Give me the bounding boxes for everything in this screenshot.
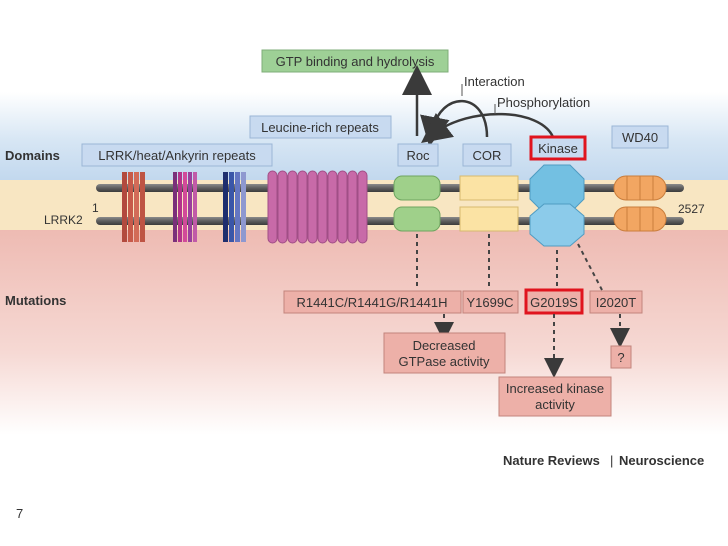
repeat-stripe bbox=[229, 172, 234, 242]
lrrk-box bbox=[81, 143, 273, 167]
repeat-stripe bbox=[193, 172, 197, 242]
phosphorylation-label: Phosphorylation bbox=[497, 95, 590, 110]
leucine-rich-repeats bbox=[267, 170, 368, 244]
kinase-box bbox=[529, 135, 587, 161]
roc-domain-top bbox=[393, 175, 441, 201]
mutation-g2019s-label: G2019S bbox=[530, 295, 578, 310]
gtp-box bbox=[261, 49, 449, 73]
lrrk-label: LRRK/heat/Ankyrin repeats bbox=[98, 148, 256, 163]
lrr-unit bbox=[357, 170, 368, 244]
repeat-stripe bbox=[223, 172, 228, 242]
repeat-stripe bbox=[183, 172, 187, 242]
leucine-box bbox=[249, 115, 392, 139]
cor-label: COR bbox=[473, 148, 502, 163]
kinase-mutation-connector-2 bbox=[577, 243, 603, 291]
repeat-stripe bbox=[241, 172, 246, 242]
lrr-unit bbox=[327, 170, 338, 244]
mutation-cor-label: Y1699C bbox=[467, 295, 514, 310]
mutation-roc-box bbox=[283, 290, 462, 314]
start-number: 1 bbox=[92, 201, 99, 215]
effect-gtpase-line2: GTPase activity bbox=[398, 354, 490, 369]
effect-unknown-label: ? bbox=[617, 350, 624, 365]
slide-number: 7 bbox=[16, 506, 24, 521]
repeat-stripe bbox=[122, 172, 127, 242]
repeat-stripe bbox=[173, 172, 177, 242]
leucine-label: Leucine-rich repeats bbox=[261, 120, 379, 135]
protein-label: LRRK2 bbox=[44, 213, 83, 227]
repeat-stripe bbox=[140, 172, 145, 242]
credit-separator: | bbox=[610, 453, 613, 468]
interaction-label: Interaction bbox=[464, 74, 525, 89]
mutation-cor-box bbox=[462, 290, 519, 314]
lrr-unit bbox=[297, 170, 308, 244]
effect-kinase-box bbox=[498, 376, 612, 417]
lrr-unit bbox=[287, 170, 298, 244]
roc-domain-bottom bbox=[393, 206, 441, 232]
wd40-label: WD40 bbox=[622, 130, 658, 145]
credit-section: Neuroscience bbox=[619, 453, 704, 468]
end-number: 2527 bbox=[678, 202, 705, 216]
lrr-unit bbox=[347, 170, 358, 244]
mutations-row-label: Mutations bbox=[5, 293, 66, 308]
effect-gtpase-box bbox=[383, 332, 506, 374]
ankyrin-repeats bbox=[122, 172, 246, 242]
mutation-roc-label: R1441C/R1441G/R1441H bbox=[296, 295, 447, 310]
repeat-stripe bbox=[128, 172, 133, 242]
kinase-label: Kinase bbox=[538, 141, 578, 156]
cor-box bbox=[462, 143, 512, 167]
cor-domain-top bbox=[459, 175, 519, 201]
roc-box bbox=[397, 143, 439, 167]
roc-label: Roc bbox=[406, 148, 430, 163]
lrr-unit bbox=[267, 170, 278, 244]
repeat-stripe bbox=[178, 172, 182, 242]
repeat-stripe bbox=[134, 172, 139, 242]
domains-row-label: Domains bbox=[5, 148, 60, 163]
kinase-domain-bottom bbox=[529, 203, 585, 247]
mutations-band bbox=[0, 230, 728, 435]
repeat-stripe bbox=[188, 172, 192, 242]
mutation-i2020t-box bbox=[589, 290, 643, 314]
cor-domain-bottom bbox=[459, 206, 519, 232]
lrr-unit bbox=[317, 170, 328, 244]
phosphorylation-arrow bbox=[421, 112, 555, 144]
credit-journal: Nature Reviews bbox=[503, 453, 600, 468]
lrr-unit bbox=[307, 170, 318, 244]
lrr-unit bbox=[337, 170, 348, 244]
wd40-domain bbox=[613, 175, 667, 232]
lrr-unit bbox=[277, 170, 288, 244]
repeat-stripe bbox=[235, 172, 240, 242]
mutation-i2020t-label: I2020T bbox=[596, 295, 637, 310]
effect-kinase-line2: activity bbox=[535, 397, 575, 412]
effect-unknown-box bbox=[610, 345, 632, 369]
gtp-label: GTP binding and hydrolysis bbox=[276, 54, 435, 69]
effect-gtpase-line1: Decreased bbox=[413, 338, 476, 353]
effect-kinase-line1: Increased kinase bbox=[506, 381, 604, 396]
mutation-g2019s-box bbox=[524, 288, 584, 315]
wd40-box bbox=[611, 125, 669, 149]
